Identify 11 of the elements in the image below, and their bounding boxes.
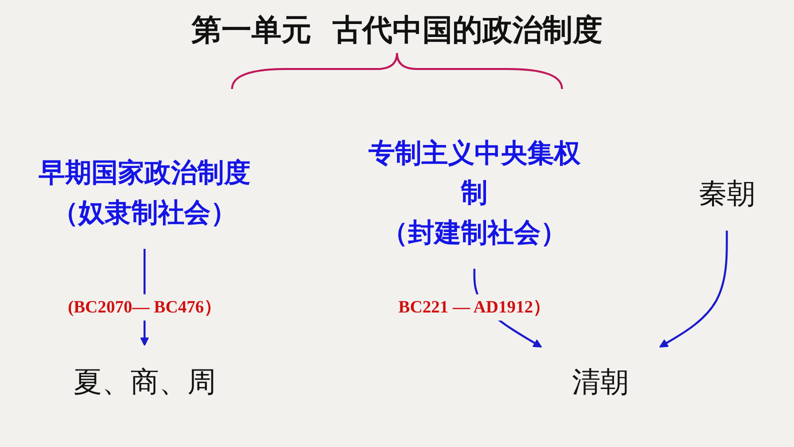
edge-label: (BC2070— BC476）: [68, 297, 222, 317]
node-label: （奴隶制社会）: [52, 198, 238, 229]
node-text: 秦朝: [698, 176, 756, 210]
node-text: 清朝: [572, 364, 630, 399]
node-text: 夏、商、周: [73, 364, 216, 399]
node-label: （封建制社会）: [382, 218, 567, 248]
node-text: 专制主义中央集权制: [368, 138, 580, 209]
node-text: 早期国家政治制度: [38, 158, 250, 189]
arrow: [659, 230, 728, 348]
edge-label: BC221 — AD1912）: [398, 297, 550, 317]
title: 第一单元 古代中国的政治制度: [192, 12, 602, 50]
